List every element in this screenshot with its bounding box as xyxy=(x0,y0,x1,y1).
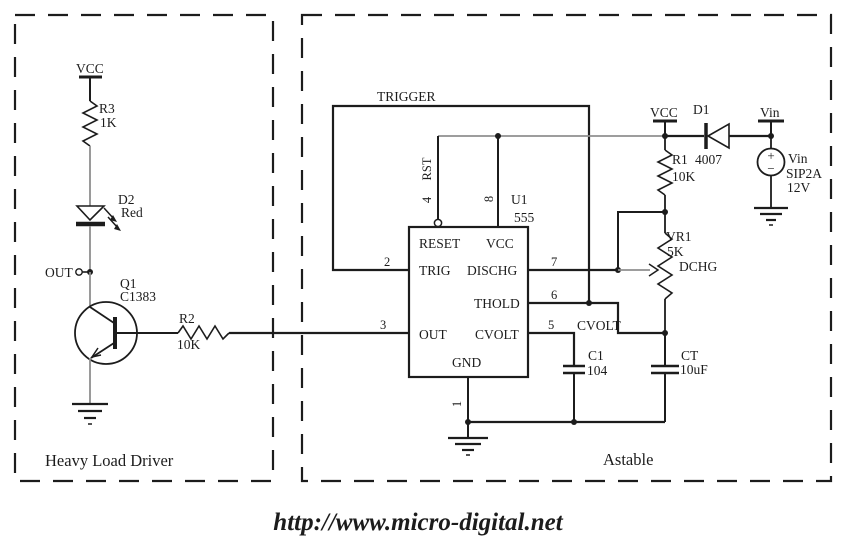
d2-value-label: Red xyxy=(121,205,143,220)
trigger-net: TRIGGER 2 xyxy=(331,89,591,303)
pin-cvolt-label: CVOLT xyxy=(475,327,520,342)
vcc-rail-left: VCC xyxy=(76,61,104,101)
transistor-q1-collector xyxy=(89,306,115,324)
resistor-r3: R3 1K xyxy=(81,100,117,147)
cvolt-net: 5 CVOLT xyxy=(528,318,622,366)
thold-wire xyxy=(528,301,665,335)
r1-value-label: 10K xyxy=(672,169,696,184)
trigger-net-label: TRIGGER xyxy=(377,89,436,104)
pin4-number: 4 xyxy=(420,196,434,203)
dchg-net-label: DCHG xyxy=(679,259,718,274)
capacitor-ct: CT 10uF xyxy=(651,333,708,422)
source-plus-sign: + xyxy=(767,148,774,163)
dischg-branch-wire xyxy=(617,211,665,270)
q1-value-label: C1383 xyxy=(120,289,156,304)
source-voltage-label: 12V xyxy=(787,180,811,195)
pin-dischg-label: DISCHG xyxy=(467,263,518,278)
r2-ref-label: R2 xyxy=(179,311,195,326)
cvolt-wire xyxy=(528,331,576,366)
d1-ref-label: D1 xyxy=(693,102,710,117)
source-type-label: SIP2A xyxy=(786,166,822,181)
u1-ref-label: U1 xyxy=(511,192,528,207)
transistor-q1: Q1 C1383 xyxy=(74,272,156,365)
pin1-number: 1 xyxy=(450,401,464,407)
pin-out-label: OUT xyxy=(419,327,447,342)
diode-d1: D1 4007 xyxy=(665,102,771,167)
driver-section-frame xyxy=(13,13,275,483)
pin-thold-label: THOLD xyxy=(474,296,520,311)
vr1-ref-label: VR1 xyxy=(666,229,692,244)
pin6-number: 6 xyxy=(551,288,557,302)
resistor-r1-body xyxy=(656,149,674,196)
r1-ref-label: R1 xyxy=(672,152,688,167)
cvolt-net-label: CVOLT xyxy=(577,318,622,333)
out-terminal: OUT xyxy=(45,265,93,280)
transistor-q1-emitter xyxy=(90,342,115,359)
pin3-number: 3 xyxy=(380,318,386,332)
resistor-r2: R2 10K xyxy=(117,311,409,352)
resistor-r3-body xyxy=(81,100,99,147)
r2-value-label: 10K xyxy=(177,337,201,352)
pin7-number: 7 xyxy=(551,255,557,269)
astable-section-title: Astable xyxy=(603,450,653,469)
resistor-r1: R1 10K xyxy=(656,136,696,212)
capacitor-c1: C1 104 xyxy=(563,348,608,422)
pin8-number: 8 xyxy=(482,196,496,202)
led-emission-arrowhead xyxy=(114,224,121,231)
pin-gnd-label: GND xyxy=(452,355,481,370)
resistor-r2-body xyxy=(177,324,230,341)
vcc-label-left: VCC xyxy=(76,61,104,76)
led-d2: D2 Red xyxy=(75,192,143,231)
source-name-label: Vin xyxy=(788,151,808,166)
astable-section-frame xyxy=(300,13,833,483)
pin5-number: 5 xyxy=(548,318,554,332)
q1-ref-label: Q1 xyxy=(120,276,137,291)
out-terminal-circle xyxy=(75,268,83,276)
junction-dot xyxy=(495,133,501,139)
pin2-number: 2 xyxy=(384,255,390,269)
trigger-net-wire xyxy=(331,104,591,303)
r3-ref-label: R3 xyxy=(99,101,115,116)
vin-label: Vin xyxy=(760,105,780,120)
led-d2-triangle xyxy=(75,205,106,222)
vr1-wiper-arrow xyxy=(648,263,660,277)
driver-section-title: Heavy Load Driver xyxy=(45,451,174,470)
vr1-value-label: 5K xyxy=(667,244,684,259)
r3-value-label: 1K xyxy=(100,115,117,130)
potentiometer-vr1: VR1 5K DCHG xyxy=(656,212,718,333)
reset-inversion-bubble xyxy=(433,218,443,228)
discharge-net: 7 xyxy=(528,209,668,277)
reset-vcc-rail: RST 4 8 xyxy=(420,133,665,228)
ground-symbol-q1 xyxy=(72,402,108,425)
d2-ref-label: D2 xyxy=(118,192,135,207)
junction-dot xyxy=(586,300,592,306)
transistor-q1-emitter-arrow xyxy=(90,347,102,359)
pin-trig-label: TRIG xyxy=(419,263,451,278)
vin-rail: Vin xyxy=(758,105,784,139)
footer-url: http://www.micro-digital.net xyxy=(273,509,563,536)
pin-reset-label: RESET xyxy=(419,236,461,251)
voltage-source-body xyxy=(756,147,786,177)
out-label: OUT xyxy=(45,265,73,280)
ct-value-label: 10uF xyxy=(680,362,708,377)
rst-net-label: RST xyxy=(420,157,434,180)
potentiometer-vr1-body xyxy=(656,232,674,300)
source-minus-sign: − xyxy=(767,161,774,176)
c1-ref-label: C1 xyxy=(588,348,604,363)
u1-value-label: 555 xyxy=(514,210,535,225)
d1-value-label: 4007 xyxy=(695,152,722,167)
pin-vcc-label: VCC xyxy=(486,236,514,251)
ic-u1-555: U1 555 RESET VCC TRIG DISCHG THOLD OUT C… xyxy=(380,192,535,379)
diode-d1-triangle xyxy=(706,122,730,150)
c1-value-label: 104 xyxy=(587,363,608,378)
vcc-rail-right: VCC xyxy=(650,105,678,139)
vcc-label-right: VCC xyxy=(650,105,678,120)
ground-net: 1 xyxy=(448,377,665,456)
voltage-source-vin: + − Vin SIP2A 12V xyxy=(754,136,822,226)
ct-ref-label: CT xyxy=(681,348,699,363)
